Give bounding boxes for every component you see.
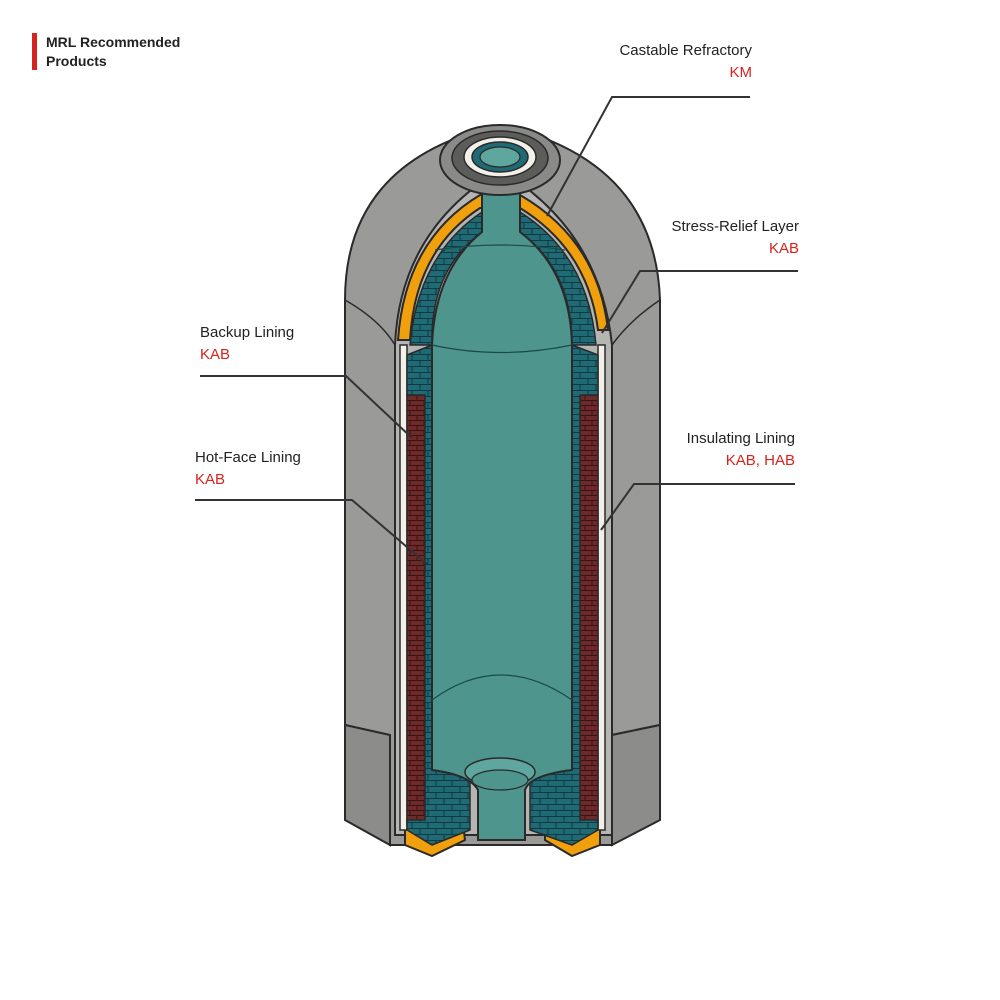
backup-lining-left xyxy=(406,394,426,826)
brand-accent-bar xyxy=(32,33,37,70)
label-castable-name: Castable Refractory xyxy=(619,42,752,59)
leader-insulating xyxy=(600,483,795,531)
furnace-cavity xyxy=(431,169,573,841)
leader-hotface xyxy=(195,499,429,566)
label-castable-code: KM xyxy=(729,64,753,81)
leader-castable xyxy=(546,96,750,217)
brand-header: MRL Recommended Products xyxy=(32,33,206,70)
label-stress-code: KAB xyxy=(768,240,799,257)
label-stress-relief-layer: Stress-Relief Layer KAB xyxy=(590,216,799,260)
label-castable-refractory: Castable Refractory KM xyxy=(540,40,752,84)
brand-title: MRL Recommended Products xyxy=(46,34,181,69)
insulating-lining-right xyxy=(597,344,606,831)
leader-backup xyxy=(200,375,413,439)
leader-stress xyxy=(601,270,798,334)
label-insulating-code: KAB, HAB xyxy=(725,452,795,469)
label-insulating-lining: Insulating Lining KAB, HAB xyxy=(590,428,795,472)
insulating-lining-left xyxy=(399,344,408,831)
top-nozzle-opening xyxy=(479,146,521,168)
label-insulating-name: Insulating Lining xyxy=(686,430,795,447)
label-backup-code: KAB xyxy=(200,346,231,363)
label-stress-name: Stress-Relief Layer xyxy=(671,218,799,235)
shell-bottom-step xyxy=(344,723,391,847)
label-backup-lining: Backup Lining KAB xyxy=(200,322,294,366)
castable-refractory-layer xyxy=(396,194,610,341)
label-hot-face-lining: Hot-Face Lining KAB xyxy=(195,447,301,491)
label-backup-name: Backup Lining xyxy=(200,324,295,341)
label-hotface-name: Hot-Face Lining xyxy=(195,449,301,466)
label-hotface-code: KAB xyxy=(195,471,226,488)
